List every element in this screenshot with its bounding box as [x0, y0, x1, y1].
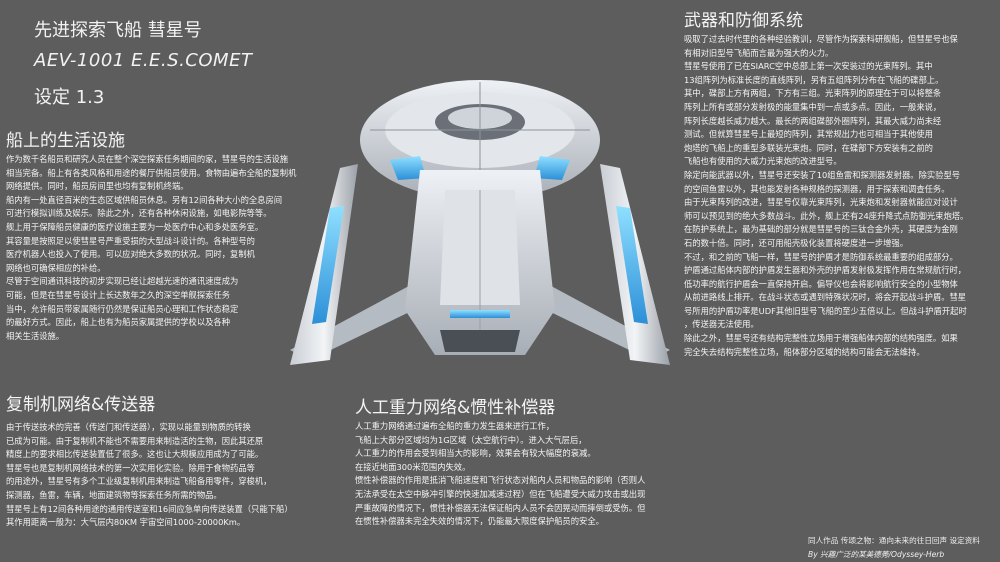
- text-line: 彗星号上有12间各种用途的通用传送室和16间应急单向传送装置（只能下船）: [6, 503, 293, 514]
- text-line: 其作用距离一般为：大气层内80KM 宇宙空间1000-20000Km。: [6, 517, 246, 528]
- text-line: 网络也可确保相应的补给。: [6, 262, 106, 273]
- starship-illustration: [270, 60, 690, 405]
- text-line: 13组阵列为标准长度的直线阵列，另有五组阵列分布在飞船的碟部上。: [684, 74, 944, 85]
- weapons-text: 吸取了过去时代里的各种经验教训，尽管作为探索科研舰船，但彗星号也保 有相对旧型号…: [684, 33, 998, 359]
- text-line: 石的数十倍。同时，还可用船壳极化装置将硬度进一步增强。: [684, 237, 909, 248]
- text-line: 作为数千名船员和研究人员在整个深空探索任务期间的家，彗星号的生活设施: [6, 154, 289, 164]
- text-line: 当中，允许船员带家属随行仍然是保证船员心理和工作状态稳定: [6, 303, 239, 314]
- text-line: 惯性补偿器的作用是抵消飞船速度和飞行状态对船内人员和物品的影响（否则人: [355, 475, 646, 486]
- text-line: 可能，但是在彗星号设计上长达数年之久的深空单舰探索任务: [6, 289, 231, 300]
- text-line: 探测器，鱼雷，车辆，地面建筑物等探索任务所需的物品。: [6, 489, 222, 500]
- ship-title: 先进探索飞船 彗星号: [34, 20, 202, 41]
- text-line: 人工重力的作用会受到相当大的影响，效果会有较大幅度的衰减。: [355, 448, 596, 459]
- text-line: 已成为可能。由于复制机不能也不需要用来制造活的生物，因此其还原: [6, 435, 264, 446]
- ship-registry: AEV-1001 E.E.S.COMET: [34, 50, 253, 71]
- text-line: 在接近地面300米范围内失效。: [355, 461, 471, 472]
- text-line: 阵列长度越长威力越大。最长的两组碟部外圈阵列，其最大威力尚未经: [684, 115, 942, 126]
- text-line: 由于光束阵列的改进，彗星号仅靠光束阵列，光束炮和发射器就能应对设计: [684, 197, 958, 208]
- replicator-heading: 复制机网络&传送器: [6, 395, 156, 415]
- text-line: 完全失去结构完整性立场，船体部分区域的结构可能会无法维持。: [684, 346, 925, 357]
- text-line: 飞船也有使用的大威力光束炮的改进型号。: [684, 156, 842, 167]
- text-line: 相关生活设施。: [6, 330, 65, 341]
- text-line: 吸取了过去时代里的各种经验教训，尽管作为探索科研舰船，但彗星号也保: [684, 34, 958, 44]
- text-line: ，传送器无法使用。: [684, 319, 759, 330]
- text-line: 的用途外，彗星号有多个工业级复制机用来制造飞船备用零件，穿梭机，: [6, 476, 272, 487]
- author-name: By 兴趣广泛的某美德莠/Odyssey-Herb: [808, 550, 945, 559]
- living-facilities-heading: 船上的生活设施: [6, 131, 125, 151]
- text-line: 可进行模拟训练及娱乐。除此之外，还有各种休闲设施，如电影院等等。: [6, 208, 272, 219]
- text-line: 其容量是按照足以使彗星号严重受损的大型战斗设计的。各种型号的: [6, 235, 255, 246]
- text-line: 不过，和之前的飞船一样，彗星号的护盾才是防御系统最重要的组成部分。: [684, 251, 958, 262]
- weapons-heading: 武器和防御系统: [684, 11, 803, 31]
- text-line: 有相对旧型号飞船而言最为强大的火力。: [684, 47, 834, 58]
- setting-version: 设定 1.3: [34, 87, 105, 108]
- text-line: 相当完备。船上有各类风格和用途的餐厅供船员使用。食物由遍布全船的复制机: [6, 167, 297, 178]
- text-line: 的最好方式。因此，船上也有为船员家属提供的学校以及各种: [6, 317, 231, 328]
- text-line: 从前进路线上排开。在战斗状态或遇到特殊状况时，将会开起战斗护盾。彗星: [684, 292, 967, 303]
- text-line: 船内有一处直径百米的生态区域供船员休息。另有12间各种大小的全息房间: [6, 194, 283, 205]
- text-line: 的空间鱼雷以外，其也能发射各种规格的探测器，用于探索和调查任务。: [684, 183, 950, 194]
- text-line: 舰上用于保障船员健康的医疗设施主要为一处医疗中心和多处医务室。: [6, 221, 264, 232]
- text-line: 飞船上大部分区域均为1G区域（太空航行中）。进入大气层后，: [355, 434, 587, 445]
- text-line: 其中，碟部上方有两组，下方有三组。光束阵列的原理在于可以将整条: [684, 88, 942, 99]
- text-line: 尽管于空间通讯科技的初步实现已经让超越光速的通讯速度成为: [6, 276, 239, 287]
- text-line: 护盾通过船体内部的护盾发生器和外壳的护盾发射极发挥作用在常规航行时，: [684, 265, 967, 276]
- author-line: By 兴趣广泛的某美德莠/Odyssey-Herb: [808, 549, 944, 560]
- text-line: 号所用的护盾功率是UDF其他旧型号飞船的至少五倍以上。但战斗护盾开起时: [684, 305, 967, 316]
- living-facilities-text: 作为数千名船员和研究人员在整个深空探索任务期间的家，彗星号的生活设施 相当完备。…: [6, 153, 328, 343]
- text-line: 师可以预见到的绝大多数战斗。此外，舰上还有24座升降式点防御光束炮塔。: [684, 210, 969, 221]
- credit-line: 同人作品 传颂之物：通向未来的往日回声 设定资料: [808, 536, 980, 545]
- text-line: 除此之外，彗星号还有结构完整性立场用于增强船体内部的结构强度。如果: [684, 333, 958, 344]
- text-line: 在惯性补偿器未完全失效的情况下，仍能最大限度保护船员的安全。: [355, 516, 604, 527]
- text-line: 医疗机器人也投入了使用。可以应对绝大多数的状况。同时，复制机: [6, 249, 255, 260]
- text-line: 在防护系统上，最为基础的部分就是彗星号的三钛合金外壳，其硬度为金刚: [684, 224, 958, 235]
- text-line: 精度上的要求相比传送装置低了很多。这也让大规模应用成为了可能。: [6, 449, 264, 460]
- replicator-text: 由于传送技术的完善（传送门和传送器），实现以能量到物质的转换 已成为可能。由于复…: [6, 421, 326, 530]
- text-line: 由于传送技术的完善（传送门和传送器），实现以能量到物质的转换: [6, 422, 251, 432]
- text-line: 彗星号也是复制机网络技术的第一次实用化实验。除用于食物药品等: [6, 462, 255, 473]
- gravity-heading: 人工重力网络&惯性补偿器: [355, 398, 556, 418]
- text-line: 除定向能武器以外，彗星号还安装了10组鱼雷和探测器发射器。除实验型号: [684, 169, 961, 180]
- text-line: 炮塔的飞船上的重型多联装光束炮。同时，在碟部下方安装有之前的: [684, 142, 933, 153]
- text-line: 阵列上所有或部分发射极的能量集中到一点或多点。因此，一般来说，: [684, 101, 942, 112]
- text-line: 网络提供。同时，船员房间里也均有复制机终端。: [6, 181, 189, 192]
- text-line: 彗星号使用了已在SIARC空中总部上第一次安装过的光束阵列。其中: [684, 61, 933, 72]
- text-line: 严重故障的情况下，惯性补偿器无法保证船内人员不会因晃动而摔倒或受伤。但: [355, 502, 646, 513]
- text-line: 测试。但就算彗星号上最短的阵列，其常规出力也可相当于其他使用: [684, 129, 933, 140]
- text-line: 人工重力网络通过遍布全船的重力发生器来进行工作，: [355, 421, 555, 431]
- gravity-text: 人工重力网络通过遍布全船的重力发生器来进行工作， 飞船上大部分区域均为1G区域（…: [355, 420, 690, 529]
- text-line: 无法承受在太空中脉冲引擎的快速加减速过程）但在飞船遭受大威力攻击或出现: [355, 488, 646, 499]
- text-line: 低功率的航行护盾会一直保持开启。偏导仪也会将影响航行安全的小型物体: [684, 278, 958, 289]
